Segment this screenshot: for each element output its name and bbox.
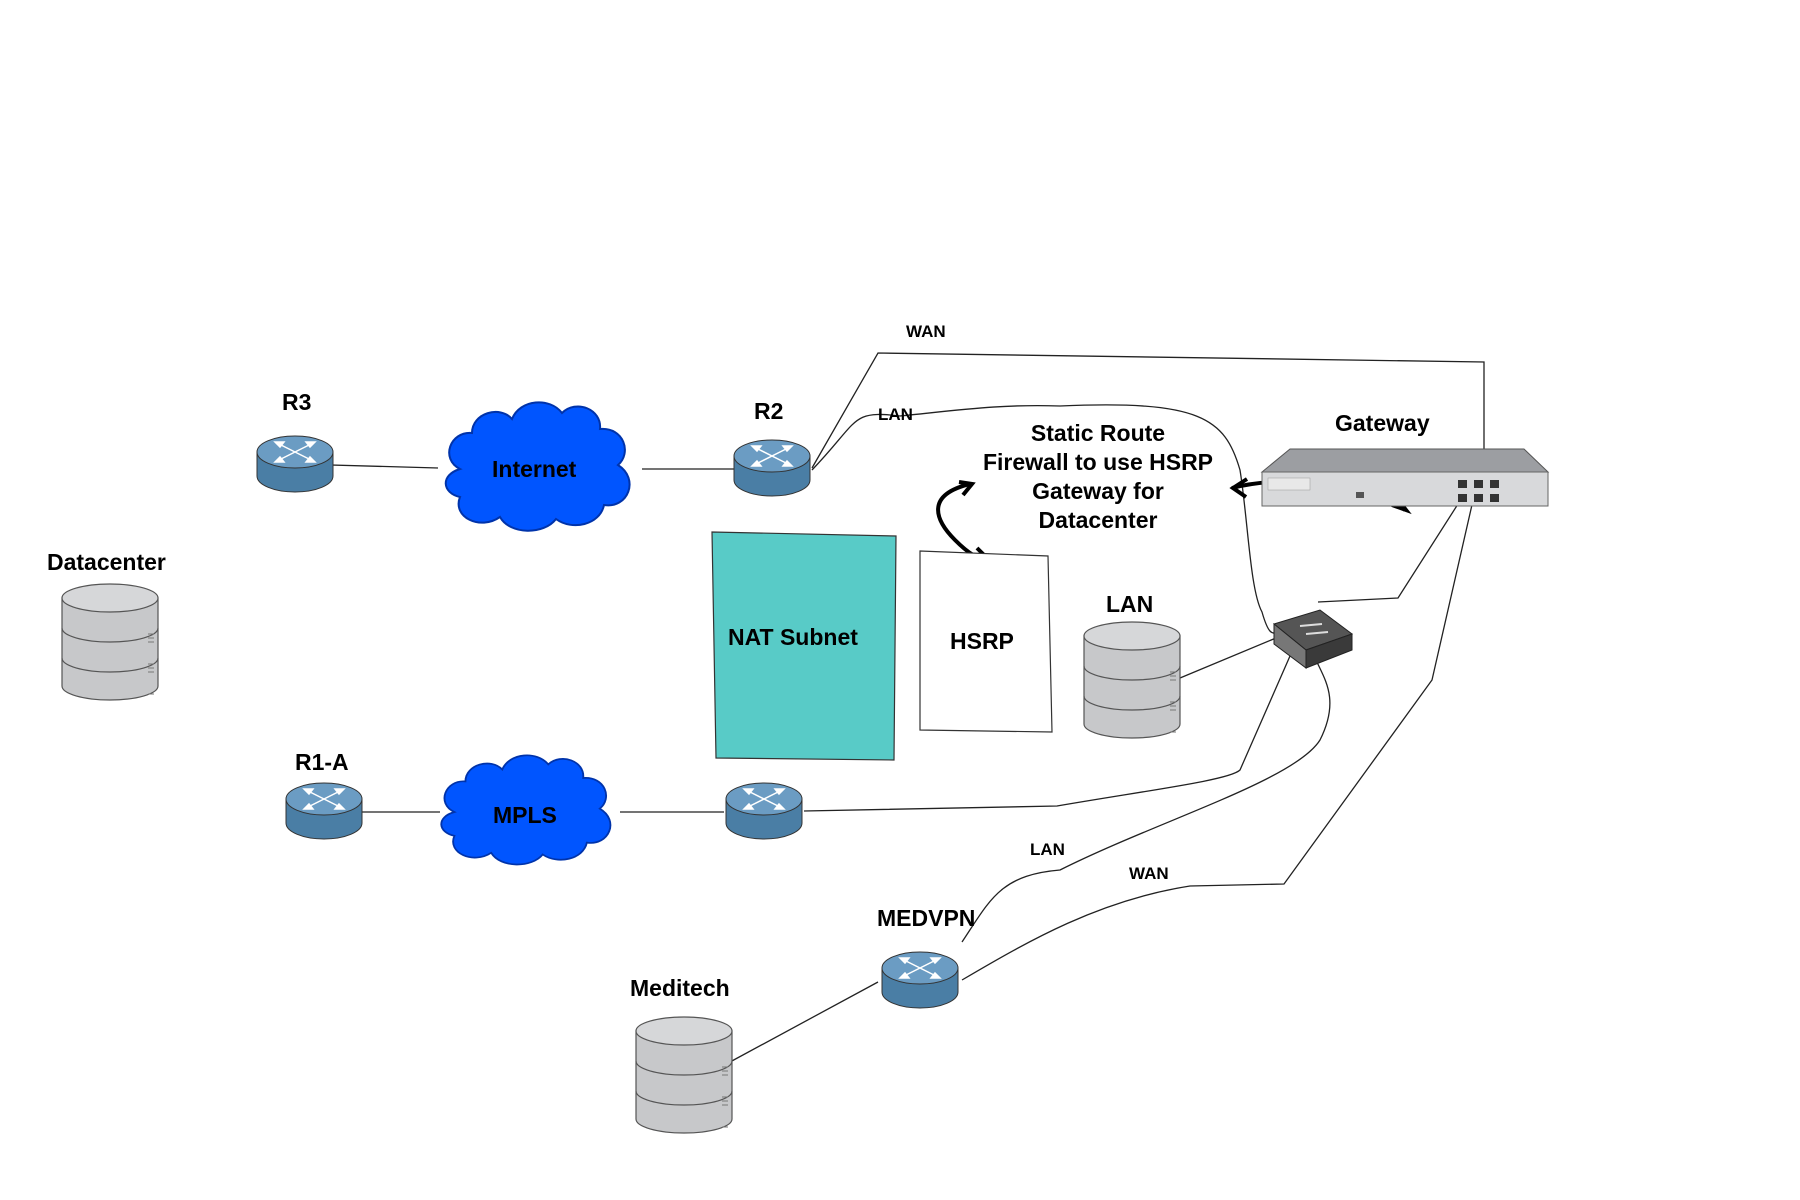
link-r2-wan [811, 352, 1485, 486]
link-r2-lan [811, 404, 1281, 634]
static-route-note: Static Route Firewall to use HSRP Gatewa… [983, 419, 1213, 535]
link-label-wan-bottom: WAN [1129, 864, 1169, 883]
link-label-lan-top: LAN [878, 405, 913, 424]
node-label-medvpn: MEDVPN [877, 905, 976, 931]
link-medvpn-wan [961, 495, 1475, 981]
link-lan-switch [1179, 637, 1277, 679]
database-icon [61, 583, 159, 701]
hsrp-arrow [936, 480, 992, 565]
cloud-label-internet: Internet [492, 456, 577, 482]
nat-subnet-box [711, 531, 897, 761]
router-icon [285, 782, 363, 840]
node-label-gateway: Gateway [1335, 410, 1430, 436]
node-label-r3: R3 [282, 389, 312, 415]
hsrp-label: HSRP [950, 628, 1014, 654]
database-icon [635, 1016, 733, 1134]
connection-lines [294, 352, 1485, 1063]
link-label-wan-top: WAN [906, 322, 946, 341]
node-label-datacenter: Datacenter [47, 549, 166, 575]
note-line: Static Route [1030, 420, 1166, 446]
note-line: Datacenter [1038, 507, 1158, 533]
link-meditech-medvpn [729, 981, 879, 1063]
nat-subnet-label: NAT Subnet [728, 624, 858, 650]
link-label-lan-bottom: LAN [1030, 840, 1065, 859]
switch-icon [1272, 609, 1354, 669]
router-icon [725, 782, 803, 840]
router-icon [881, 951, 959, 1009]
database-icon [1083, 621, 1181, 739]
router-icon [256, 435, 334, 493]
hsrp-box [919, 550, 1053, 733]
link-switch-gateway [1317, 503, 1459, 603]
note-line: Firewall to use HSRP [982, 449, 1214, 475]
router-icon [733, 439, 811, 497]
cloud-label-mpls: MPLS [493, 802, 557, 828]
note-line: Gateway for [1032, 478, 1164, 504]
node-label-meditech: Meditech [630, 975, 730, 1001]
node-label-r1a: R1-A [295, 749, 349, 775]
link-mpls-router-switch [803, 655, 1291, 812]
firewall-icon [1260, 448, 1550, 507]
link-medvpn-lan [961, 659, 1331, 943]
node-label-lan: LAN [1106, 591, 1154, 617]
node-label-r2: R2 [754, 398, 784, 424]
